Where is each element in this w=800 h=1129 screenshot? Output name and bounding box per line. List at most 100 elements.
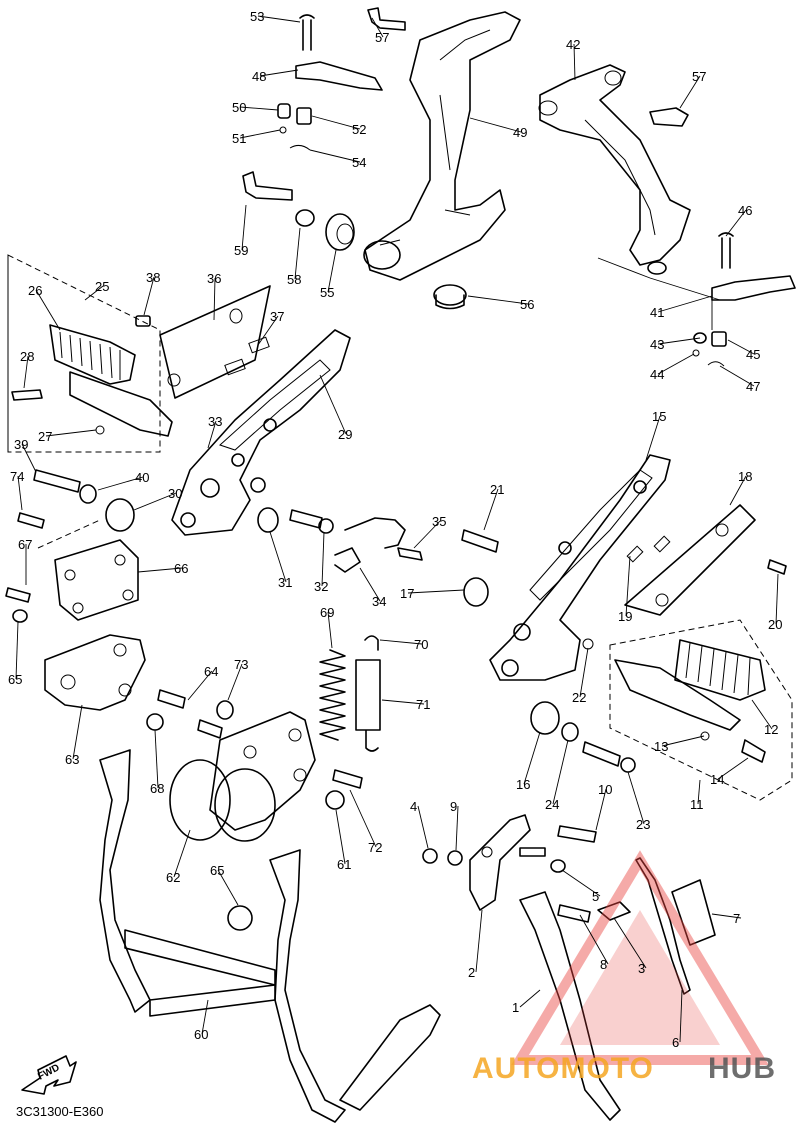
callout-leader-line: [321, 531, 325, 587]
callout-number: 11: [690, 797, 704, 812]
callout-number: 29: [338, 427, 352, 442]
callout-number: 14: [710, 772, 724, 787]
callout-number: 24: [545, 797, 559, 812]
callout-number: 32: [314, 579, 328, 594]
callout-number: 10: [598, 782, 612, 797]
callout-number: 61: [337, 857, 351, 872]
callout-number: 65: [8, 672, 22, 687]
callout-leader-line: [45, 429, 97, 437]
watermark-text-a: AUTOMOTO: [472, 1052, 654, 1085]
rear-footrest-bracket-right: [538, 64, 796, 367]
callout-leader-line: [719, 365, 755, 387]
callout-leader-line: [309, 149, 361, 163]
callout-leader-line: [335, 809, 346, 865]
callout-number: 40: [135, 470, 149, 485]
callout-number: 31: [278, 575, 292, 590]
callout-number: 42: [566, 37, 580, 52]
main-stand: [99, 749, 441, 1123]
callout-number: 37: [270, 309, 284, 324]
callout-leader-line: [257, 15, 301, 23]
callout-number: 50: [232, 100, 246, 115]
callout-number: 21: [490, 482, 504, 497]
callout-leader-line: [627, 771, 645, 825]
callout-leader-line: [407, 589, 465, 594]
callout-number: 59: [234, 243, 248, 258]
callout-number: 39: [14, 437, 28, 452]
callout-number: 20: [768, 617, 782, 632]
callout-number: 47: [746, 379, 760, 394]
right-footrest-bracket: [461, 454, 787, 681]
callout-number: 57: [375, 30, 389, 45]
callout-leader-line: [579, 647, 589, 698]
callout-leader-line: [349, 789, 377, 848]
callout-number: 45: [746, 347, 760, 362]
callout-number: 70: [414, 637, 428, 652]
callout-leader-line: [579, 914, 609, 965]
callout-leader-line: [257, 315, 279, 346]
watermark-logo: AUTOMOTO HUB: [472, 850, 775, 1085]
callout-leader-line: [519, 989, 541, 1008]
callout-number: 49: [513, 125, 527, 140]
callout-leader-line: [239, 129, 281, 139]
callout-leader-line: [187, 670, 213, 701]
callout-number: 38: [146, 270, 160, 285]
callout-number: 71: [416, 697, 430, 712]
callout-number: 74: [10, 469, 24, 484]
callout-number: 43: [650, 337, 664, 352]
callout-number: 58: [287, 272, 301, 287]
callout-number: 13: [654, 739, 668, 754]
callout-leader-line: [259, 69, 299, 77]
callout-leader-line: [72, 704, 83, 760]
callout-number: 12: [764, 722, 778, 737]
callout-number: 54: [352, 155, 366, 170]
callout-leader-line: [84, 285, 104, 301]
callout-leader-line: [35, 289, 61, 331]
main-stand-bracket-left: [44, 634, 186, 731]
callout-leader-line: [319, 374, 347, 435]
callout-number: 22: [572, 690, 586, 705]
callout-number: 44: [650, 367, 664, 382]
callout-leader-line: [21, 443, 37, 473]
callout-number: 51: [232, 131, 246, 146]
callout-leader-line: [381, 699, 425, 705]
callout-number: 63: [65, 752, 79, 767]
callout-leader-line: [625, 555, 631, 617]
callout-number: 7: [733, 911, 740, 926]
watermark-triangle-icon: [511, 850, 769, 1065]
callout-leader-line: [227, 663, 243, 701]
callout-number: 69: [320, 605, 334, 620]
callout-number: 27: [38, 429, 52, 444]
main-stand-bracket-right: [169, 700, 363, 842]
callout-leader-line: [475, 909, 483, 973]
retaining-clip: [334, 517, 423, 573]
callout-number: 72: [368, 840, 382, 855]
left-footrest-assembly: [7, 254, 173, 453]
drawing-code: 3C31300-E360: [16, 1104, 103, 1119]
callout-number: 73: [234, 657, 248, 672]
callout-leader-line: [133, 492, 177, 511]
callout-leader-line: [717, 757, 749, 780]
callout-leader-line: [213, 277, 216, 321]
callout-leader-line: [657, 295, 713, 313]
callout-leader-line: [661, 735, 705, 747]
callout-leader-line: [154, 729, 159, 789]
callout-number: 67: [18, 537, 32, 552]
side-stand: [422, 814, 716, 1121]
callout-leader-line: [359, 567, 381, 602]
callout-number: 30: [168, 486, 182, 501]
callout-leader-line: [241, 204, 247, 251]
callout-number: 26: [28, 283, 42, 298]
callout-number: 1: [512, 1000, 519, 1015]
callout-number: 9: [450, 799, 457, 814]
callout-number: 23: [636, 817, 650, 832]
callout-number: 36: [207, 271, 221, 286]
callout-leader-line: [379, 639, 423, 645]
callout-leader-line: [595, 788, 607, 831]
callout-leader-line: [413, 520, 441, 549]
callout-leader-line: [711, 913, 742, 919]
callout-leader-line: [269, 531, 287, 583]
callout-number: 33: [208, 414, 222, 429]
callout-leader-line: [207, 420, 217, 449]
callout-leader-line: [645, 415, 661, 461]
